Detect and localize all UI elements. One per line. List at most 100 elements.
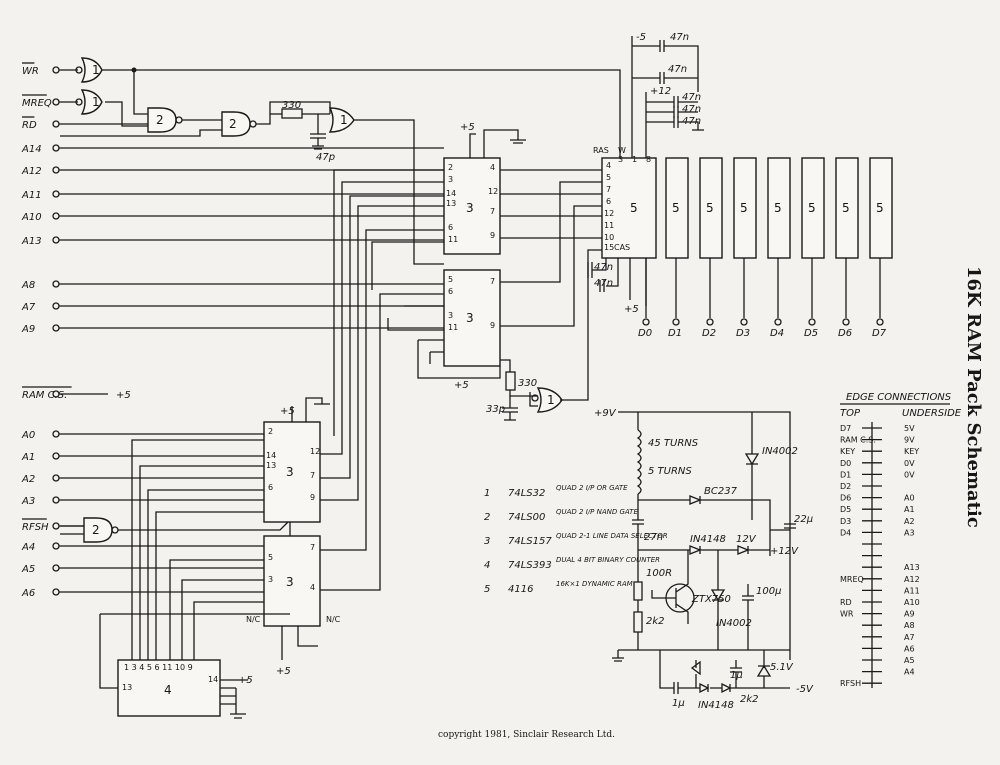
edge-top-ram-c-s: RAM C.S. [840,436,876,445]
edge-under-a4: A4 [904,668,915,677]
cap-100u-label: 100μ [756,586,781,597]
data-output-d5: D5 [804,328,818,339]
edge-under-9v: 9V [904,436,915,445]
svg-text:14: 14 [446,189,456,198]
vminus5-label: -5 [636,32,646,43]
cap47n-label-7: 47n [594,278,613,289]
data-output-d3: D3 [736,328,750,339]
edge-pin [52,542,60,550]
cap-1u-label-a: 1μ [730,670,743,681]
edge-top-d2: D2 [840,482,851,491]
plus5-label-mux: +5 [460,122,475,133]
edge-under-a6: A6 [904,644,915,653]
nand-gate-2c: 2 [83,517,119,543]
data-output-d0: D0 [638,328,652,339]
ras-pin-label: RAS [593,146,609,155]
power-supply-circuit [612,411,796,694]
ram-cs-plus5: +5 [116,390,131,401]
zener-51v-label: 5.1V [770,662,794,673]
svg-text:5: 5 [606,173,611,182]
edge-pin [52,98,60,106]
or-gate-1b: 1 [75,89,103,115]
svg-text:3: 3 [448,175,453,184]
ram-chip-number: 5 [808,201,816,215]
signal-label-rd: RD [22,120,37,131]
supply-in-9v: +9V [594,408,617,419]
ram-chip-d7 [869,157,893,259]
gate-number: 1 [92,63,100,77]
svg-text:4: 4 [606,161,611,170]
counter-chip-4: 4 [117,659,248,719]
mux-chip-3-lower-a: 3 [263,421,321,523]
signal-label-a1: A1 [21,452,35,463]
edge-pin [52,474,60,482]
svg-text:5: 5 [448,275,453,284]
edge-top-rd: RD [840,598,852,607]
signal-label-a5: A5 [21,564,35,575]
svg-text:11: 11 [448,235,458,244]
resistor-2k2-label-b: 2k2 [740,694,759,705]
cap47n-label-5: 47n [682,116,701,127]
edge-under-a11: A11 [904,586,920,595]
cap47n-label-4: 47n [682,104,701,115]
edge-top-d5: D5 [840,505,851,514]
edge-under-a1: A1 [904,505,915,514]
svg-text:5: 5 [630,201,638,215]
edge-pin [52,564,60,572]
signal-label-a6: A6 [21,588,35,599]
gate-wiring [60,67,621,538]
in4148-label-a: IN4148 [690,534,726,545]
data-pin [774,318,782,326]
or-gate-1d: 1 [531,387,563,413]
ram-chip-5-main: 5 [601,157,657,259]
signal-label-a2: A2 [21,474,35,485]
mux-chip-3-middle: 3 [443,269,501,367]
coil-45-turns: 45 TURNS [648,438,699,449]
data-output-d4: D4 [770,328,784,339]
svg-text:10: 10 [604,233,614,242]
svg-text:9: 9 [490,321,495,330]
svg-text:7: 7 [490,207,495,216]
or-gate-1a: 1 [75,57,103,83]
svg-text:9: 9 [490,231,495,240]
data-pin [706,318,714,326]
svg-text:3: 3 [268,575,273,584]
signal-label-wr: WR [22,66,39,77]
svg-text:11: 11 [448,323,458,332]
nc-label-left: N/C [246,615,261,624]
edge-under-a12: A12 [904,575,920,584]
resistor-330-label-b: 330 [518,378,537,389]
svg-text:8: 8 [646,155,651,164]
signal-label-a3: A3 [21,496,35,507]
edge-top-d3: D3 [840,517,851,526]
ram-chip-number: 5 [706,201,714,215]
edge-pin [52,522,60,530]
edge-under-heading: UNDERSIDE [902,408,962,419]
supply-out-minus5v: -5V [796,684,814,695]
edge-top-key: KEY [840,447,855,456]
decoupling-caps [587,36,704,306]
data-pin [808,318,816,326]
signal-label-a4: A4 [21,542,35,553]
legend-desc: QUAD 2-1 LINE DATA SELECTOR [556,532,668,540]
edge-pin [52,280,60,288]
mux-chip-3-lower-b: 3 [263,535,321,627]
in4002-label-b: IN4002 [716,618,752,629]
legend-desc: QUAD 2 I/P NAND GATE [556,508,638,516]
edge-pin [52,496,60,504]
cap-22u-label: 22μ [794,514,813,525]
svg-text:14: 14 [266,451,276,460]
ram-chip-d4 [767,157,791,259]
legend-number: 4 [484,560,490,571]
edge-top-d1: D1 [840,470,851,479]
legend-number: 2 [484,512,490,523]
signal-label-mreq: MREQ [22,98,52,109]
svg-text:13: 13 [446,199,456,208]
signal-label-a9: A9 [21,324,35,335]
edge-under-5v: 5V [904,424,915,433]
address-bus-wiring [99,129,602,689]
edge-under-a10: A10 [904,598,920,607]
